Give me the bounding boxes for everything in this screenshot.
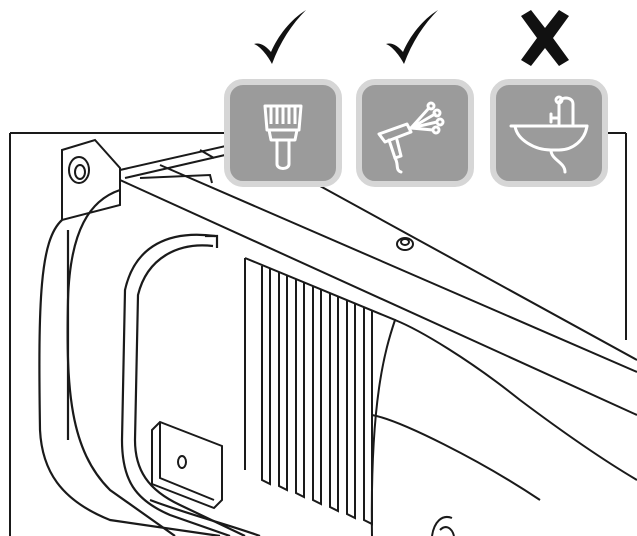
mounting-ear (61, 138, 121, 222)
top-screw (396, 237, 414, 251)
faucet-sink-icon (490, 79, 608, 187)
front-handle (120, 233, 261, 536)
check-mark-icon (254, 10, 306, 64)
compressed-air-nozzle-icon (356, 79, 474, 187)
illustration-frame (9, 132, 627, 536)
paint-brush-icon (224, 79, 342, 187)
check-mark-icon (386, 10, 438, 64)
device-housing (38, 188, 221, 536)
rotary-knob (431, 516, 455, 536)
cross-mark-icon (521, 10, 569, 66)
cooling-fins (244, 257, 637, 536)
connector-block (151, 420, 223, 510)
